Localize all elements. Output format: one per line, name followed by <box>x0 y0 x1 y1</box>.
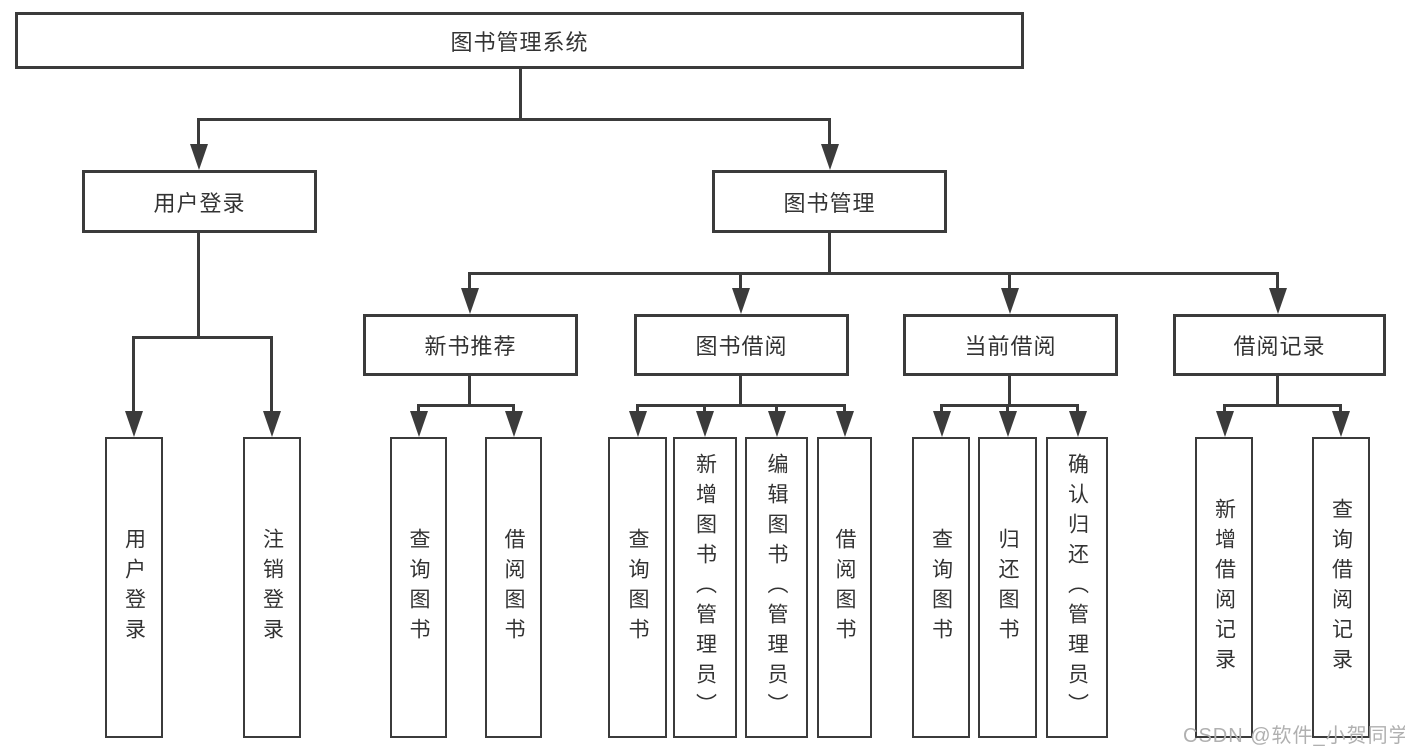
arrowhead <box>190 144 208 170</box>
connector-line <box>843 404 846 414</box>
leaf-label: 新增图书（管理员） <box>693 452 717 723</box>
leaf-return-book: 归还图书 <box>978 437 1037 738</box>
leaf-label: 借阅图书 <box>833 527 856 648</box>
connector-line <box>1076 404 1079 414</box>
leaf-query-books-3: 查询图书 <box>912 437 970 738</box>
csdn-watermark: CSDN @软件_小贺同学 <box>1183 725 1405 747</box>
connector-line <box>1008 376 1011 407</box>
connector-line <box>270 336 273 414</box>
connector-line <box>1223 404 1342 407</box>
connector-line <box>468 272 471 292</box>
arrowhead <box>1269 288 1287 314</box>
leaf-label: 归还图书 <box>996 527 1019 648</box>
leaf-label: 查询图书 <box>407 527 430 648</box>
arrowhead <box>999 411 1017 437</box>
node-label: 图书管理 <box>783 190 876 216</box>
leaf-logout: 注销登录 <box>243 437 301 738</box>
leaf-edit-book-admin: 编辑图书（管理员） <box>745 437 808 738</box>
arrowhead <box>1332 411 1350 437</box>
arrowhead <box>461 288 479 314</box>
connector-line <box>775 404 778 414</box>
leaf-query-books-2: 查询图书 <box>608 437 667 738</box>
connector-line <box>468 376 471 407</box>
connector-line <box>703 404 706 414</box>
leaf-label: 注销登录 <box>260 527 284 648</box>
node-current-borrow: 当前借阅 <box>903 314 1118 376</box>
leaf-borrow-books-2: 借阅图书 <box>817 437 872 738</box>
leaf-label: 确认归还（管理员） <box>1065 452 1089 723</box>
arrowhead <box>933 411 951 437</box>
leaf-confirm-return-admin: 确认归还（管理员） <box>1046 437 1108 738</box>
leaf-user-login: 用户登录 <box>105 437 163 738</box>
connector-line <box>1276 272 1279 292</box>
connector-line <box>197 233 200 339</box>
leaf-label: 新增借阅记录 <box>1212 497 1236 678</box>
node-label: 新书推荐 <box>424 334 517 359</box>
connector-line <box>1223 404 1226 414</box>
connector-line <box>1008 272 1011 292</box>
leaf-label: 编辑图书（管理员） <box>765 452 788 723</box>
leaf-label: 查询图书 <box>929 527 953 648</box>
leaf-borrow-books-1: 借阅图书 <box>485 437 542 738</box>
arrowhead <box>629 411 647 437</box>
arrowhead <box>505 411 523 437</box>
connector-line <box>940 404 1079 407</box>
node-user-login: 用户登录 <box>82 170 317 233</box>
arrowhead <box>1001 288 1019 314</box>
node-root-label: 图书管理系统 <box>450 29 589 55</box>
node-book-borrow: 图书借阅 <box>634 314 849 376</box>
connector-line <box>828 233 831 275</box>
connector-line <box>636 404 639 414</box>
leaf-label: 用户登录 <box>122 527 146 648</box>
arrowhead <box>125 411 143 437</box>
arrowhead <box>821 144 839 170</box>
leaf-label: 借阅图书 <box>502 527 525 648</box>
leaf-add-borrow-record: 新增借阅记录 <box>1195 437 1253 738</box>
node-label: 借阅记录 <box>1233 334 1326 359</box>
node-label: 图书借阅 <box>695 334 788 359</box>
connector-line <box>132 336 135 414</box>
arrowhead <box>732 288 750 314</box>
arrowhead <box>836 411 854 437</box>
connector-line <box>519 69 522 121</box>
leaf-label: 查询借阅记录 <box>1329 497 1353 678</box>
leaf-label: 查询图书 <box>626 527 649 648</box>
connector-line <box>1006 404 1009 414</box>
connector-line <box>636 404 846 407</box>
connector-line <box>197 118 831 121</box>
connector-line <box>1276 376 1279 407</box>
arrowhead <box>1216 411 1234 437</box>
connector-line <box>468 272 1279 275</box>
connector-line <box>197 118 200 148</box>
node-label: 当前借阅 <box>964 334 1057 359</box>
leaf-query-borrow-record: 查询借阅记录 <box>1312 437 1370 738</box>
connector-line <box>512 404 515 414</box>
leaf-add-book-admin: 新增图书（管理员） <box>673 437 737 738</box>
node-new-book-recommend: 新书推荐 <box>363 314 578 376</box>
node-label: 用户登录 <box>153 190 246 216</box>
connector-line <box>417 404 515 407</box>
arrowhead <box>768 411 786 437</box>
connector-line <box>417 404 420 414</box>
node-borrow-records: 借阅记录 <box>1173 314 1386 376</box>
connector-line <box>132 336 273 339</box>
connector-line <box>739 272 742 292</box>
connector-line <box>828 118 831 148</box>
arrowhead <box>263 411 281 437</box>
node-root-system: 图书管理系统 <box>15 12 1024 69</box>
leaf-query-books-1: 查询图书 <box>390 437 447 738</box>
connector-line <box>739 376 742 407</box>
arrowhead <box>410 411 428 437</box>
connector-line <box>1339 404 1342 414</box>
node-book-management: 图书管理 <box>712 170 947 233</box>
arrowhead <box>1069 411 1087 437</box>
connector-line <box>940 404 943 414</box>
arrowhead <box>696 411 714 437</box>
